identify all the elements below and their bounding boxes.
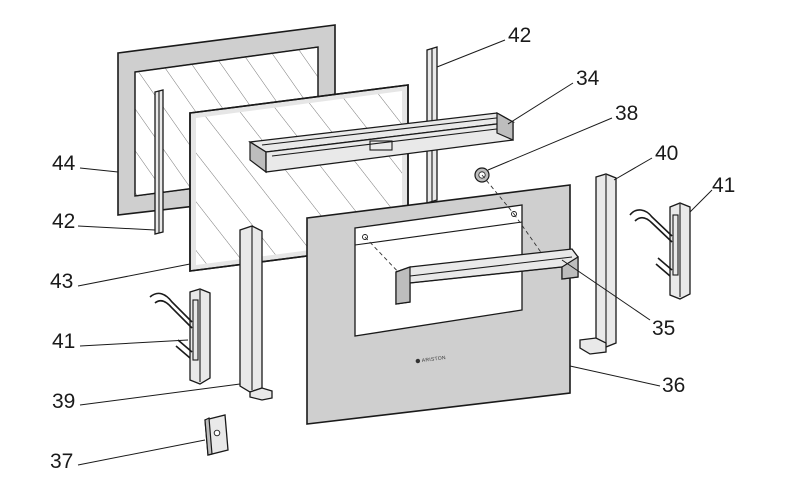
label-44: 44 [52, 152, 76, 175]
label-34: 34 [576, 67, 600, 90]
label-36: 36 [662, 374, 685, 397]
door-side-profile-40 [579, 173, 617, 355]
label-35: 35 [652, 317, 675, 340]
leader-lines [77, 39, 713, 466]
label-39: 39 [52, 390, 75, 413]
label-40: 40 [655, 142, 678, 165]
hinge-clip-37 [204, 414, 229, 456]
part-number-labels: 42 34 38 40 41 44 42 43 41 35 39 36 37 [50, 24, 735, 473]
label-41-left: 41 [52, 330, 75, 353]
label-43: 43 [50, 270, 73, 293]
door-handle-35 [395, 248, 579, 305]
label-42-top: 42 [508, 24, 531, 47]
door-hinge-41-left [149, 288, 211, 385]
brand-logo-text: ARISTON [422, 355, 447, 364]
door-side-profile-39 [239, 225, 273, 401]
screw-guide-lines [364, 174, 546, 277]
label-37: 37 [50, 450, 73, 473]
label-42-left: 42 [52, 210, 75, 233]
label-38: 38 [615, 102, 638, 125]
label-41-right: 41 [712, 174, 735, 197]
door-hinge-41-right [629, 202, 691, 300]
top-door-cap-34 [248, 111, 516, 174]
door-side-strip-42-left [154, 89, 164, 235]
outer-door-panel-36: ARISTON [306, 184, 571, 425]
